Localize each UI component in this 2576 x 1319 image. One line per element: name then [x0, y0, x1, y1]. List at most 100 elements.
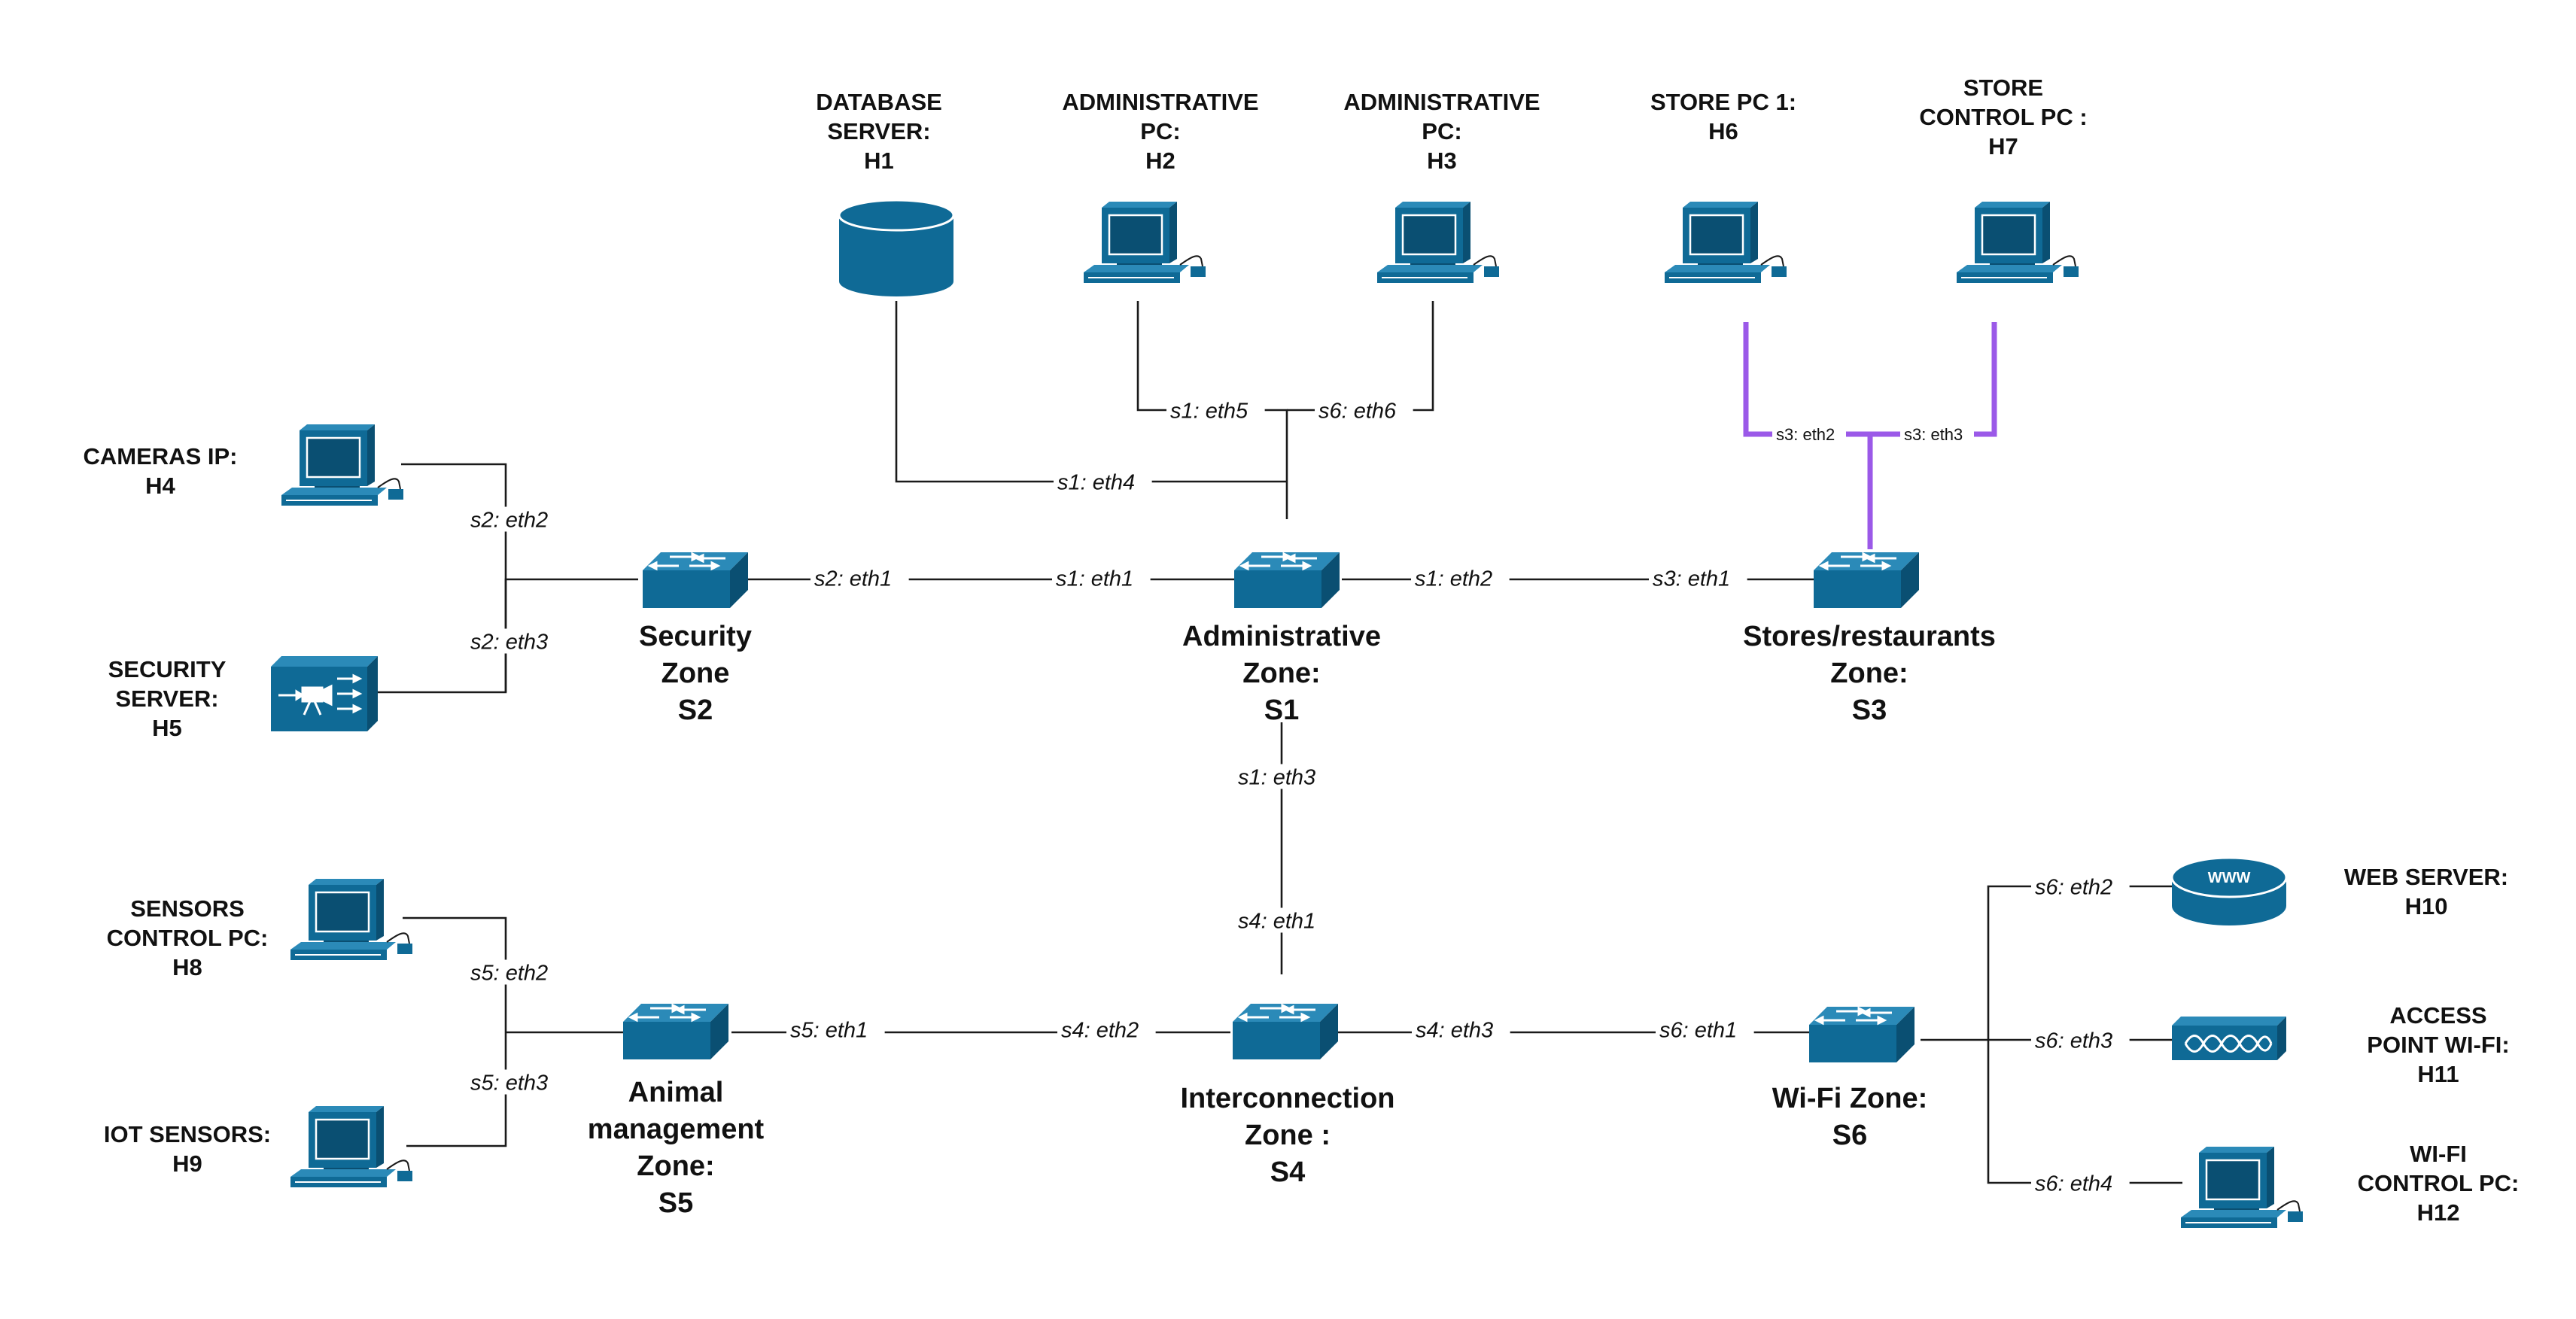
host-label-h12-line: WI-FI: [2410, 1141, 2467, 1167]
port-label-s1-eth2: s1: eth2: [1415, 567, 1492, 591]
port-label-s4-eth2: s4: eth2: [1061, 1018, 1139, 1042]
port-label-s1-eth3: s1: eth3: [1238, 765, 1315, 789]
port-label-backdrop: [467, 1069, 565, 1095]
switch-icon: [1233, 551, 1341, 609]
zone-label-s4-line: S4: [1270, 1156, 1305, 1188]
port-label-s6-eth1: s6: eth1: [1659, 1018, 1737, 1042]
host-label-h5-line: SERVER:: [115, 685, 218, 712]
port-label-s1-eth4: s1: eth4: [1057, 470, 1135, 494]
port-label-backdrop: [1900, 424, 1974, 444]
host-label-h3-line: H3: [1427, 147, 1457, 174]
host-label-h6: STORE PC 1:H6: [1650, 89, 1796, 144]
port-label-backdrop: [1649, 565, 1747, 591]
port-label-s1-eth5: s1: eth5: [1170, 399, 1248, 423]
port-label-s3-eth1: s3: eth1: [1653, 567, 1730, 591]
switch-icon: [1812, 551, 1921, 609]
port-label-s1-eth1: s1: eth1: [1056, 567, 1133, 591]
switch-icon: [1231, 1002, 1340, 1061]
switch-icon: [641, 551, 750, 609]
port-label-backdrop: [1234, 907, 1333, 933]
port-label-s2-eth2: s2: eth2: [470, 508, 548, 532]
port-label-backdrop: [467, 959, 565, 985]
web-server-icon: [2170, 856, 2288, 927]
desktop-pc-icon: [289, 1105, 414, 1189]
port-label-backdrop: [467, 506, 565, 532]
zone-label-s1-line: Zone:: [1242, 658, 1320, 689]
port-label-backdrop: [2031, 874, 2130, 899]
port-label-s4-eth1: s4: eth1: [1238, 909, 1315, 933]
host-label-h11-line: POINT WI-FI:: [2367, 1032, 2509, 1058]
host-label-h7-line: STORE: [1963, 74, 2043, 101]
host-label-h1-line: SERVER:: [827, 118, 930, 144]
port-label-backdrop: [2031, 1027, 2130, 1053]
desktop-pc-icon: [280, 423, 405, 507]
database-icon: [838, 199, 955, 298]
host-label-h1-line: DATABASE: [816, 89, 942, 115]
host-label-h11-line: ACCESS: [2389, 1002, 2486, 1029]
host-label-h2-line: ADMINISTRATIVE: [1062, 89, 1258, 115]
host-label-h12-line: H12: [2417, 1199, 2460, 1226]
host-label-h6-line: STORE PC 1:: [1650, 89, 1796, 115]
zone-label-s5-line: S5: [658, 1187, 693, 1219]
link-3: [401, 463, 507, 692]
port-label-s6-eth4: s6: eth4: [2035, 1172, 2112, 1196]
zone-label-s1-line: S1: [1264, 694, 1299, 726]
highlight-link-0: [1743, 322, 1997, 437]
host-label-h10-line: H10: [2405, 893, 2448, 919]
desktop-pc-icon: [1663, 200, 1788, 284]
port-label-backdrop: [1656, 1017, 1754, 1042]
host-label-h10: WEB SERVER: H10: [2344, 864, 2508, 919]
host-label-h10-line: WEB SERVER:: [2344, 864, 2508, 890]
host-label-h7-line: H7: [1988, 133, 2018, 160]
host-label-h9-line: IOT SENSORS:: [104, 1121, 271, 1147]
host-label-h5-line: H5: [152, 715, 182, 741]
desktop-pc-icon: [289, 877, 414, 962]
port-label-s6-eth3: s6: eth3: [2035, 1029, 2112, 1053]
zone-label-s5-line: management: [588, 1114, 765, 1145]
switch-icon: [622, 1002, 730, 1061]
port-label-backdrop: [1234, 764, 1333, 789]
port-label-s5-eth1: s5: eth1: [790, 1018, 868, 1042]
port-label-s5-eth2: s5: eth2: [470, 961, 548, 985]
host-label-h3-line: PC:: [1422, 118, 1461, 144]
host-label-h9: IOT SENSORS: H9: [104, 1121, 271, 1177]
port-label-backdrop: [1166, 397, 1265, 423]
host-label-h9-line: H9: [172, 1150, 202, 1177]
port-label-backdrop: [811, 565, 909, 591]
zone-label-s3-line: S3: [1852, 694, 1887, 726]
host-label-h8-line: CONTROL PC:: [107, 925, 269, 951]
port-label-backdrop: [1315, 397, 1413, 423]
zone-label-s4-line: Zone :: [1245, 1120, 1331, 1151]
port-label-s6-eth2: s6: eth2: [2035, 875, 2112, 899]
host-label-h4-line: H4: [145, 473, 175, 499]
desktop-pc-icon: [1082, 200, 1207, 284]
host-label-h4-line: CAMERAS IP:: [84, 443, 238, 470]
wireless-access-point-icon: [2170, 1015, 2288, 1062]
zone-label-s5-line: Zone:: [637, 1150, 714, 1182]
port-label-backdrop: [1057, 1017, 1156, 1042]
port-label-backdrop: [1411, 565, 1510, 591]
port-label-backdrop: [1054, 469, 1152, 494]
port-label-backdrop: [467, 628, 565, 654]
port-label-backdrop: [2031, 1170, 2130, 1196]
zone-label-s5-line: Animal: [628, 1077, 724, 1108]
zone-label-s4-line: Interconnection: [1180, 1083, 1394, 1114]
video-server-icon: [269, 655, 379, 733]
link-2: [1287, 301, 1434, 412]
link-8: [403, 916, 507, 1147]
port-label-s4-eth3: s4: eth3: [1416, 1018, 1493, 1042]
desktop-pc-icon: [1376, 200, 1501, 284]
zone-label-s6-line: Wi-Fi Zone:: [1772, 1083, 1928, 1114]
port-label-backdrop: [786, 1017, 885, 1042]
